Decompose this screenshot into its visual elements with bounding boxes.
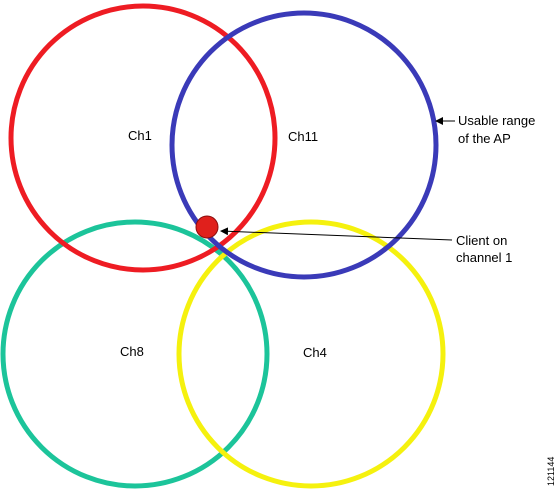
channel-label-ch11: Ch11 [288, 129, 318, 144]
client-callout-line1: Client on [456, 233, 507, 248]
client-node [195, 215, 219, 239]
channel-label-ch4: Ch4 [303, 345, 327, 360]
range-callout-line1: Usable range [458, 113, 535, 128]
channel-label-ch8: Ch8 [120, 344, 144, 359]
client-callout-line2: channel 1 [456, 250, 512, 265]
coverage-circle-ch11 [169, 10, 439, 280]
client-callout-arrow [220, 227, 453, 241]
channel-label-ch1: Ch1 [128, 128, 152, 143]
coverage-circle-ch1 [8, 3, 278, 273]
range-callout-line2: of the AP [458, 131, 511, 146]
coverage-circle-ch8 [0, 219, 270, 489]
coverage-circle-ch4 [176, 219, 446, 489]
figure-id: 121144 [546, 457, 556, 486]
